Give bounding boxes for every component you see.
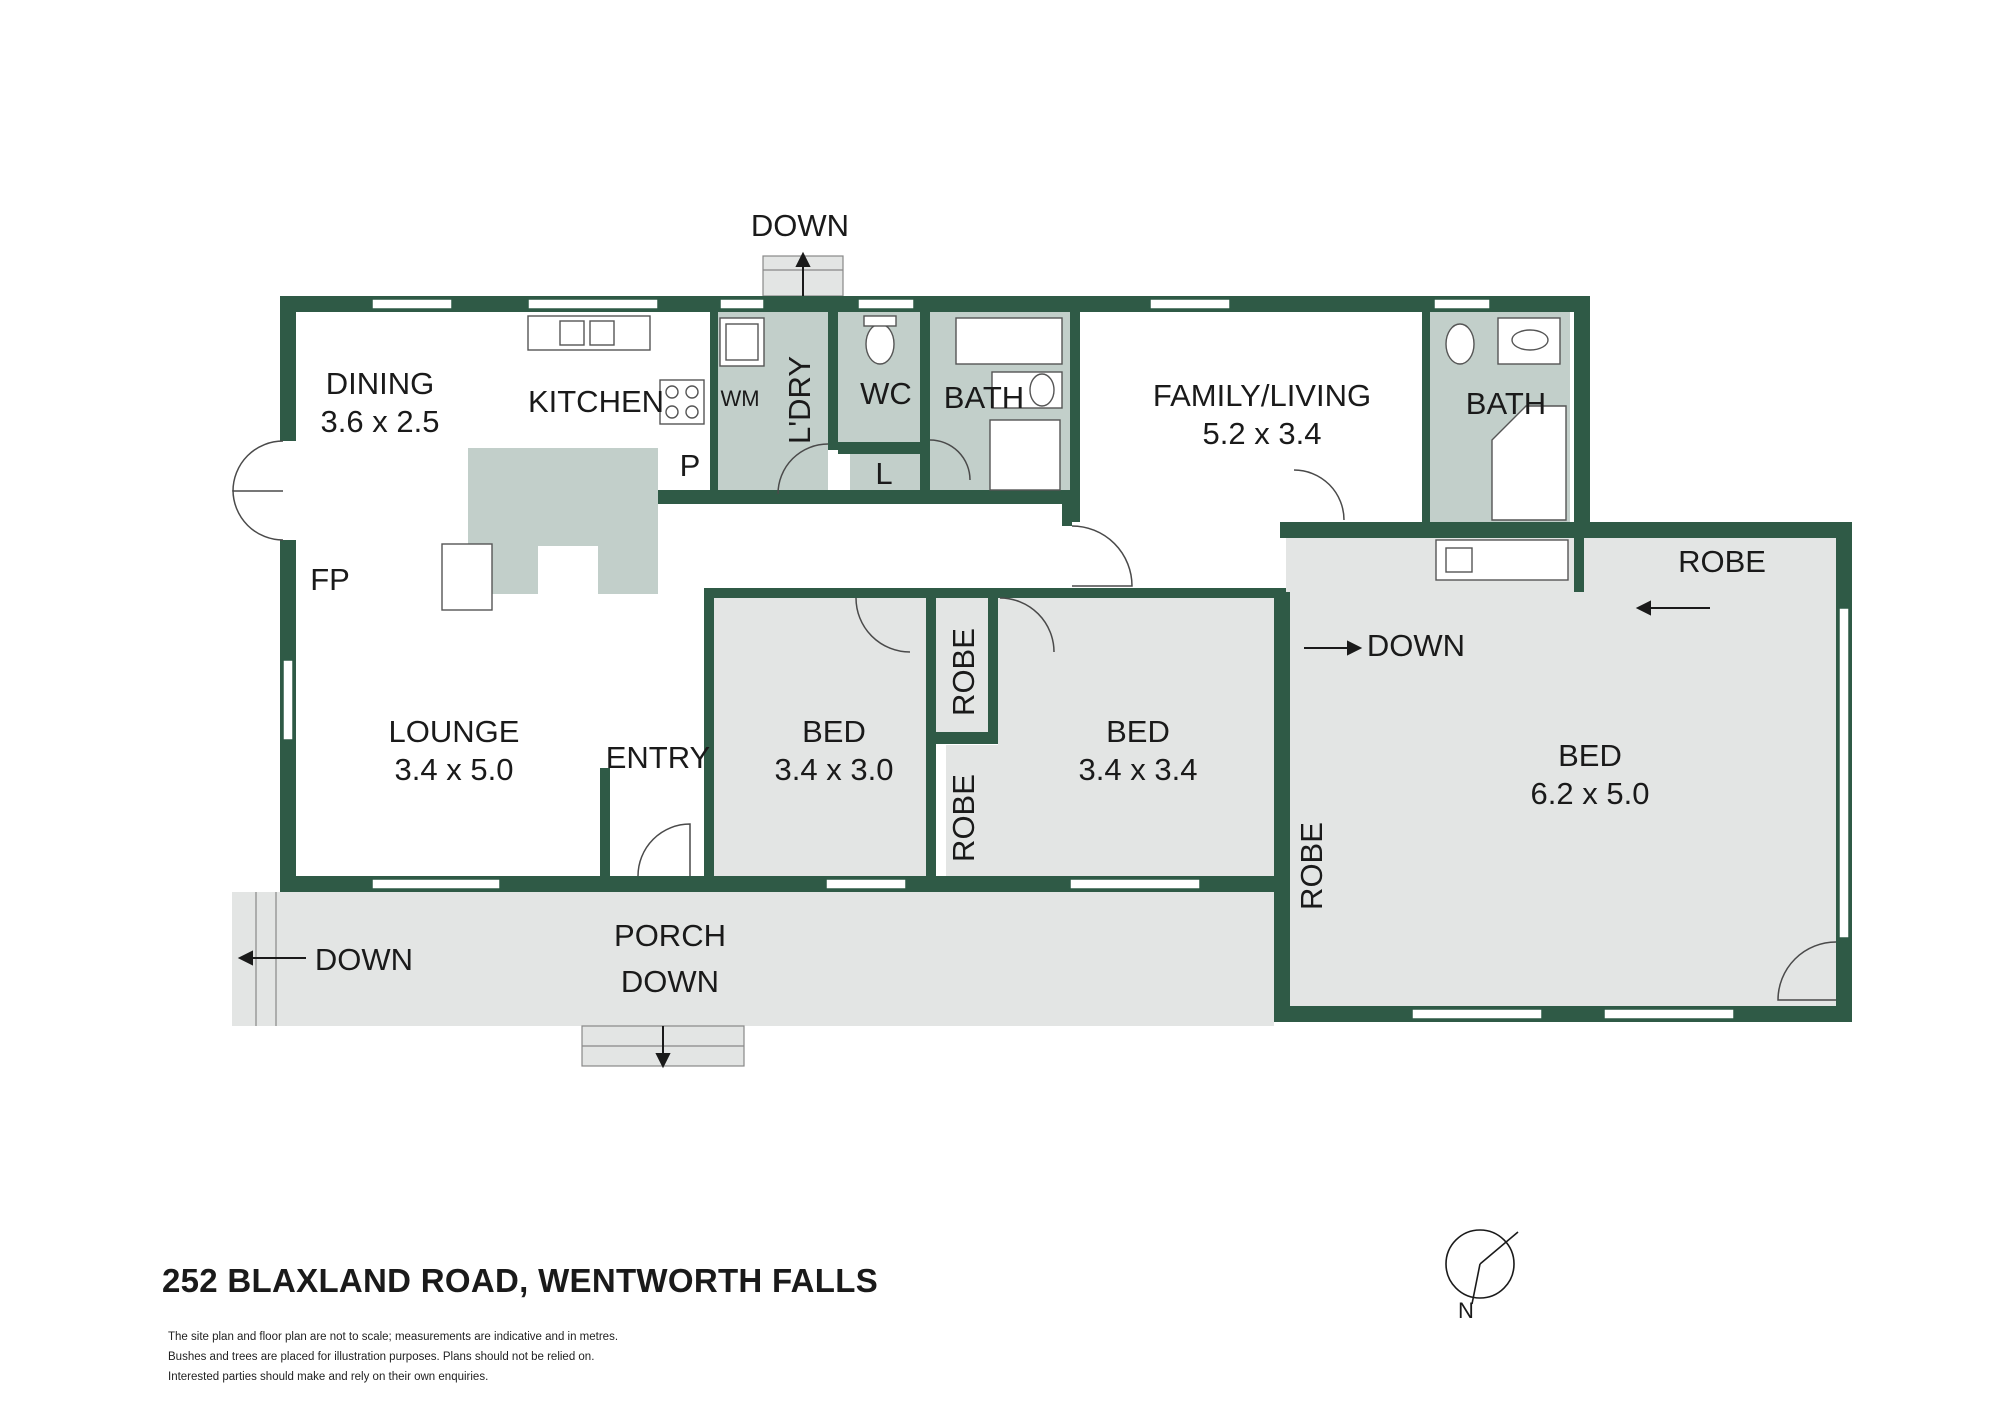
laundry-label: L'DRY bbox=[782, 356, 817, 444]
stairs-top-label: DOWN bbox=[751, 208, 849, 243]
bed-1-size: 3.4 x 3.0 bbox=[775, 752, 894, 787]
bed-3-label: BED bbox=[1558, 738, 1622, 773]
porch-label: PORCH bbox=[614, 918, 726, 953]
bed-2-label: BED bbox=[1106, 714, 1170, 749]
robe-4-label: ROBE bbox=[1294, 822, 1329, 910]
wc-label: WC bbox=[860, 376, 912, 411]
bed-2-size: 3.4 x 3.4 bbox=[1079, 752, 1198, 787]
wm-label: WM bbox=[720, 386, 759, 411]
linen-label: L bbox=[875, 456, 892, 491]
doors bbox=[232, 439, 1837, 1001]
porch-deck bbox=[232, 892, 1274, 1067]
disclaimer-line: The site plan and floor plan are not to … bbox=[168, 1331, 619, 1343]
fireplace-label: FP bbox=[310, 562, 350, 597]
fixtures bbox=[441, 315, 1569, 611]
master-stair-floor bbox=[1292, 540, 1362, 686]
property-address: 252 BLAXLAND ROAD, WENTWORTH FALLS bbox=[162, 1262, 879, 1299]
bed-3-size: 6.2 x 5.0 bbox=[1531, 776, 1650, 811]
stairs-porch-left-label: DOWN bbox=[315, 942, 413, 977]
linen-floor bbox=[850, 454, 922, 494]
compass-north-label: N bbox=[1458, 1298, 1474, 1323]
windows bbox=[282, 298, 1850, 1020]
stairs-master-label: DOWN bbox=[1367, 628, 1465, 663]
robe-3-label: ROBE bbox=[1678, 544, 1766, 579]
bath-1-label: BATH bbox=[944, 380, 1024, 415]
kitchen-label: KITCHEN bbox=[528, 384, 664, 419]
family-size: 5.2 x 3.4 bbox=[1203, 416, 1322, 451]
bath-2-label: BATH bbox=[1466, 386, 1546, 421]
bed-2-floor bbox=[998, 594, 1284, 879]
kitchen-floor bbox=[468, 448, 658, 594]
side-robe-floor bbox=[1292, 700, 1340, 1006]
disclaimer-line: Bushes and trees are placed for illustra… bbox=[168, 1351, 595, 1363]
family-label: FAMILY/LIVING bbox=[1153, 378, 1371, 413]
stairs-porch-front-label: DOWN bbox=[621, 964, 719, 999]
stair-arrows bbox=[237, 251, 1710, 1069]
north-compass-icon: N bbox=[1445, 1229, 1519, 1323]
lounge-size: 3.4 x 5.0 bbox=[395, 752, 514, 787]
bed-1-label: BED bbox=[802, 714, 866, 749]
disclaimer-line: Interested parties should make and rely … bbox=[168, 1371, 489, 1383]
lounge-label: LOUNGE bbox=[389, 714, 520, 749]
robe-2-label: ROBE bbox=[946, 774, 981, 862]
master-bed-floor bbox=[1286, 538, 1836, 1006]
dining-label: DINING bbox=[326, 366, 435, 401]
pantry-label: P bbox=[680, 448, 701, 483]
bed-1-floor bbox=[712, 594, 932, 879]
entry-label: ENTRY bbox=[606, 740, 711, 775]
disclaimer: The site plan and floor plan are not to … bbox=[168, 1327, 618, 1387]
dining-size: 3.6 x 2.5 bbox=[321, 404, 440, 439]
master-robe-floor bbox=[1585, 538, 1836, 600]
robe-1-label: ROBE bbox=[946, 628, 981, 716]
robe-1-floor bbox=[932, 594, 996, 737]
robe-2-floor bbox=[946, 745, 998, 879]
